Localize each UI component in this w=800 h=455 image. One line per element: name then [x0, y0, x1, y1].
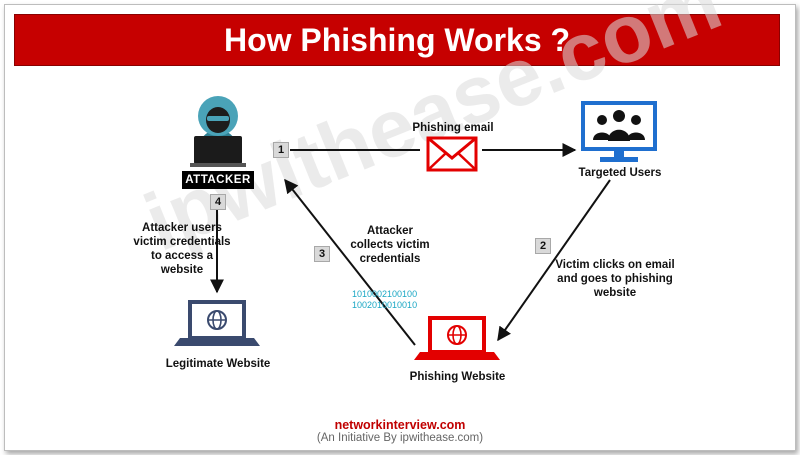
step-4-description: Attacker users victim credentials to acc… — [122, 221, 242, 277]
step-1-badge: 1 — [273, 142, 289, 158]
binary-line-1: 1010002100100 — [352, 289, 418, 299]
step-2-line-2: and goes to phishing — [557, 273, 673, 285]
arrow-users-to-phishing-site — [497, 179, 611, 342]
footer-initiative: (An Initiative By ipwithease.com) — [316, 432, 484, 444]
binary-line-2: 1002010010010 — [352, 300, 418, 310]
step-4-badge: 4 — [210, 194, 226, 210]
step-3-line-3: credentials — [359, 253, 421, 265]
title-banner: How Phishing Works ? — [14, 14, 780, 66]
phishing-website-label: Phishing Website — [409, 371, 506, 383]
step-2-line-3: website — [593, 287, 637, 299]
step-4-line-4: website — [160, 264, 204, 276]
step-3-line-2: collects victim — [350, 239, 430, 251]
step-4-line-3: to access a — [150, 250, 213, 262]
targeted-users-label: Targeted Users — [578, 167, 662, 179]
step-2-description: Victim clicks on email and goes to phish… — [545, 258, 685, 300]
page-title: How Phishing Works ? — [223, 21, 571, 58]
phishing-laptop-icon — [414, 316, 500, 360]
users-monitor-icon — [581, 101, 657, 162]
attacker-icon — [190, 96, 246, 167]
arrow-phishing-site-to-attacker — [284, 178, 416, 346]
step-2-badge: 2 — [535, 238, 551, 254]
legitimate-website-label: Legitimate Website — [165, 358, 271, 370]
footer-site: networkinterview.com — [334, 418, 466, 432]
envelope-icon — [426, 136, 478, 172]
diagram-frame — [4, 4, 796, 451]
step-4-line-1: Attacker users — [142, 222, 222, 234]
legit-laptop-icon — [174, 300, 260, 346]
step-3-badge: 3 — [314, 246, 330, 262]
step-3-description: Attacker collects victim credentials — [335, 224, 445, 266]
attacker-label: ATTACKER — [182, 171, 254, 189]
phishing-email-label: Phishing email — [412, 122, 494, 134]
step-2-line-1: Victim clicks on email — [555, 259, 675, 271]
step-4-line-2: victim credentials — [133, 236, 231, 248]
step-3-line-1: Attacker — [366, 225, 414, 237]
